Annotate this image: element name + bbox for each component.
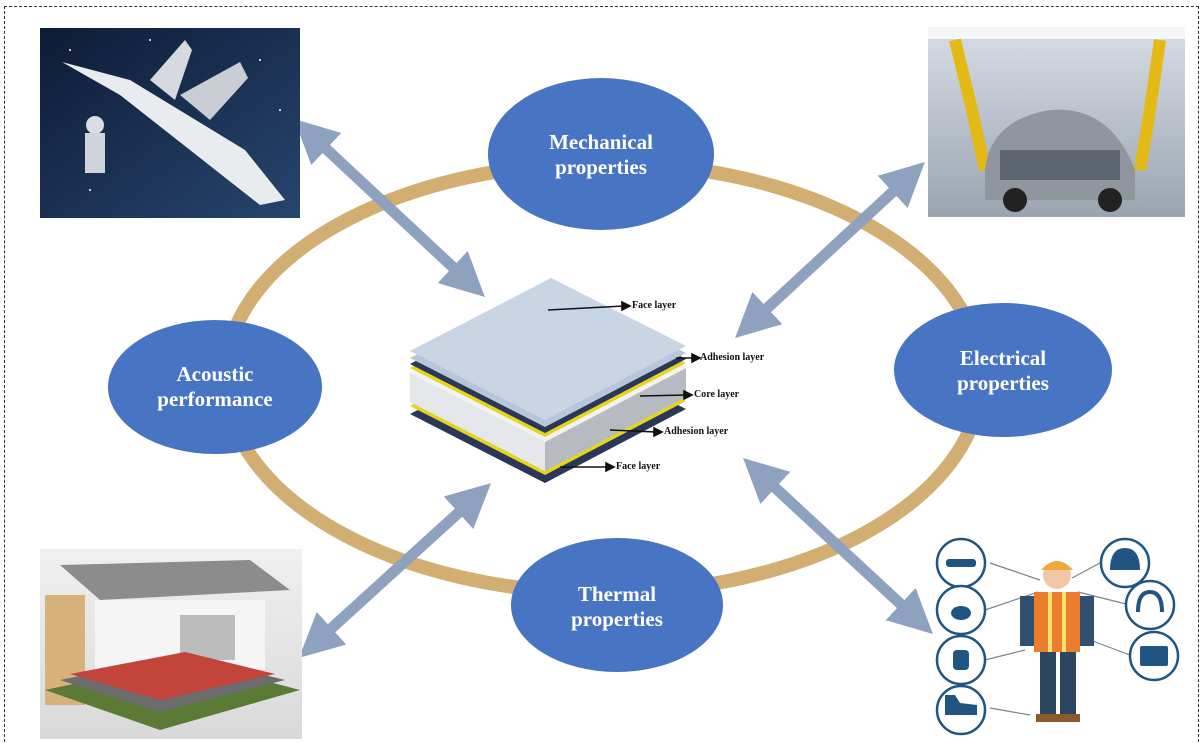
dashed-frame bbox=[4, 6, 1199, 742]
layer-pointers bbox=[547, 300, 702, 473]
safety-worker-image bbox=[935, 537, 1180, 736]
thermal-properties-label: Thermal properties bbox=[571, 582, 663, 631]
thermal-bubble bbox=[511, 538, 723, 672]
electrical-properties-label: Electrical properties bbox=[957, 346, 1049, 395]
arrow-safety bbox=[743, 458, 933, 634]
arrow-spacecraft bbox=[294, 118, 485, 298]
acoustic-performance-label: Acoustic performance bbox=[157, 362, 273, 411]
car-factory-image bbox=[928, 27, 1185, 217]
face-layer-bottom-label: Face layer bbox=[616, 461, 661, 472]
arrow-building bbox=[298, 483, 492, 658]
building-image bbox=[40, 549, 302, 739]
arrow-automotive bbox=[735, 162, 925, 338]
mechanical-bubble bbox=[488, 78, 714, 230]
adhesion-layer-top-label: Adhesion layer bbox=[700, 352, 765, 363]
core-layer-label: Core layer bbox=[694, 389, 740, 400]
spacecraft-image bbox=[40, 28, 300, 218]
mechanical-properties-label: Mechanical properties bbox=[549, 130, 653, 179]
sandwich-panel bbox=[410, 278, 686, 483]
electrical-bubble bbox=[894, 303, 1112, 437]
face-layer-top-label: Face layer bbox=[632, 300, 677, 311]
adhesion-layer-bottom-label: Adhesion layer bbox=[664, 426, 729, 437]
acoustic-bubble bbox=[108, 320, 322, 454]
